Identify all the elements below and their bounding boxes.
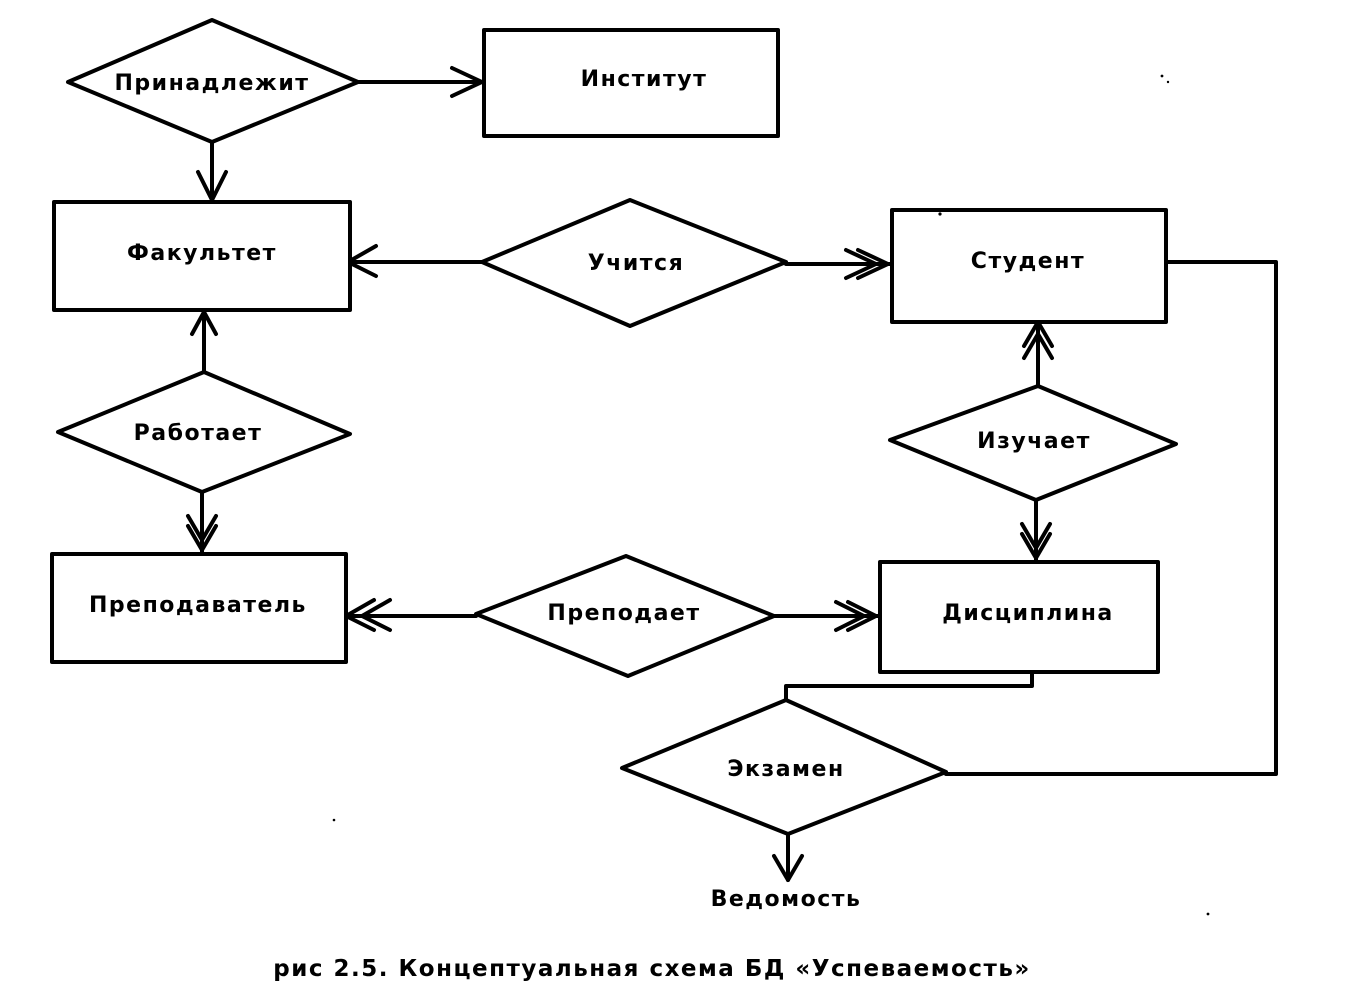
- entity-disciplina: Дисциплина: [878, 560, 1160, 674]
- relationship-prinadlezhit: Принадлежит: [66, 18, 360, 144]
- entity-label: Институт: [581, 67, 708, 92]
- arrowhead-student-1: [856, 248, 890, 280]
- output-vedomost: Ведомость: [711, 887, 862, 912]
- relationship-diamond: [620, 698, 948, 836]
- arrowhead-prepodavatel-left-2: [360, 598, 392, 632]
- relationship-label: Изучает: [977, 429, 1091, 454]
- edge-disciplina-ekzamen: [784, 670, 1034, 702]
- relationship-diamond: [474, 554, 776, 678]
- entity-label: Преподаватель: [89, 593, 307, 618]
- arrowhead-disciplina-right-1: [846, 600, 878, 632]
- entity-box: [890, 208, 1168, 324]
- relationship-prepodaet: Преподает: [474, 554, 776, 678]
- arrowhead-vedomost: [772, 854, 804, 882]
- entity-label: Студент: [971, 249, 1085, 274]
- arrowhead-student-up-2: [1022, 332, 1054, 360]
- entity-fakultet: Факультет: [52, 200, 352, 312]
- relationship-label: Учится: [588, 251, 684, 276]
- scan-specks: [332, 74, 1210, 916]
- relationship-diamond: [480, 198, 788, 328]
- entity-box: [482, 28, 780, 138]
- relationship-label: Преподает: [547, 601, 700, 626]
- arrowhead-disciplina-down-1: [1020, 532, 1052, 560]
- relationship-ekzamen: Экзамен: [620, 698, 948, 836]
- entity-prepodavatel: Преподаватель: [50, 552, 348, 664]
- entity-institut: Институт: [482, 28, 780, 138]
- figure-caption: рис 2.5. Концептуальная схема БД «Успева…: [273, 956, 1030, 982]
- arrowhead-prepodavatel-1: [186, 524, 218, 552]
- entity-box: [878, 560, 1160, 674]
- edge-student-ekzamen: [944, 260, 1278, 776]
- relationship-izuchaet: Изучает: [888, 384, 1178, 502]
- relationship-diamond: [888, 384, 1178, 502]
- connectors: [186, 66, 1278, 882]
- arrowhead-disciplina-down-2: [1020, 522, 1052, 550]
- entity-student: Студент: [890, 208, 1168, 324]
- relationship-label: Работает: [134, 421, 263, 446]
- relationship-rabotaet: Работает: [56, 370, 352, 494]
- entity-label: Дисциплина: [942, 601, 1114, 626]
- relationship-uchitsya: Учится: [480, 198, 788, 328]
- relationship-label: Экзамен: [727, 757, 844, 782]
- entity-box: [52, 200, 352, 312]
- relationship-diamond: [66, 18, 360, 144]
- arrowhead-disciplina-right-2: [834, 600, 866, 632]
- arrowhead-student-2: [844, 248, 878, 280]
- entity-box: [50, 552, 348, 664]
- relationship-label: Принадлежит: [115, 71, 310, 96]
- relationship-diamond: [56, 370, 352, 494]
- arrowhead-prepodavatel-2: [186, 514, 218, 542]
- entity-label: Факультет: [127, 241, 277, 266]
